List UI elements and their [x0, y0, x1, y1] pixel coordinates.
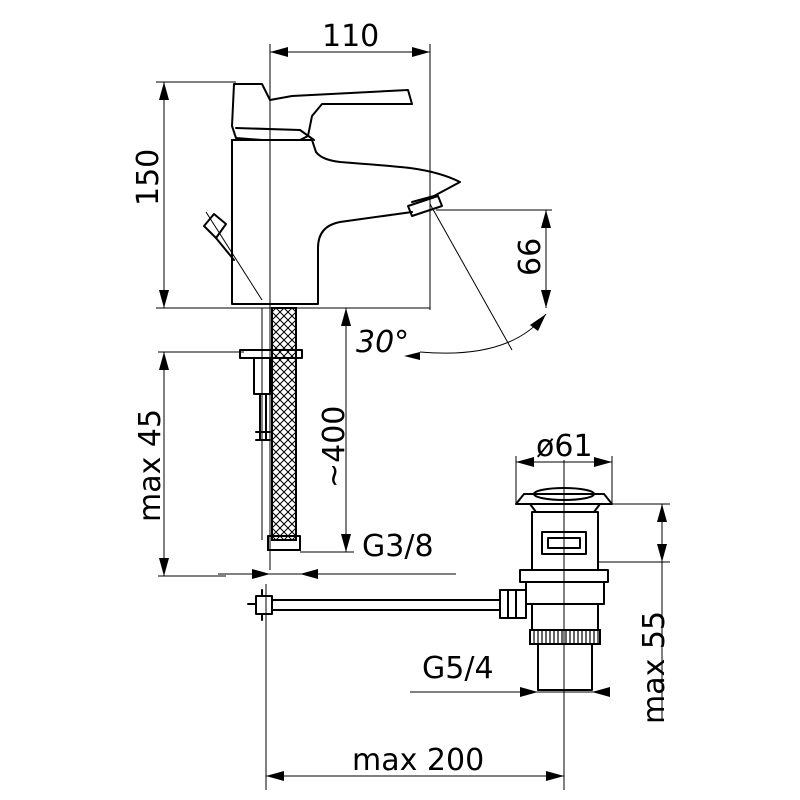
dim-hose-400: ~400 [300, 308, 354, 553]
dim-label-max55: max 55 [637, 611, 672, 724]
mounting-nut [239, 349, 303, 441]
supply-hose [261, 307, 301, 551]
dim-label-66: 66 [513, 238, 548, 276]
dim-label-d61: ø61 [536, 429, 593, 464]
dim-label-max200: max 200 [352, 743, 484, 778]
dim-max-55: max 55 [598, 503, 672, 724]
dim-label-400: ~400 [317, 406, 352, 488]
dim-thread-g54: G5/4 [410, 651, 610, 697]
main-column [231, 139, 413, 305]
aerator [407, 195, 443, 217]
dim-height-66: 66 [436, 209, 552, 308]
dim-thread-g38: G3/8 [218, 529, 456, 579]
dim-width-110: 110 [269, 19, 431, 310]
dim-height-150: 150 [131, 81, 430, 309]
dim-label-g38: G3/8 [362, 529, 434, 564]
dim-rod-200: max 200 [266, 690, 565, 790]
lever-handle [231, 83, 413, 141]
dim-label-g54: G5/4 [422, 651, 494, 686]
drain-assembly [499, 460, 613, 700]
dim-label-max45: max 45 [133, 409, 168, 522]
dim-max-45: max 45 [133, 351, 244, 577]
spout [315, 151, 461, 203]
faucet-body [203, 56, 461, 570]
dim-angle-30: 30° [356, 203, 547, 360]
popup-knob [203, 213, 227, 239]
dim-diameter-61: ø61 [515, 429, 613, 504]
dim-label-150: 150 [131, 149, 166, 206]
dim-label-30deg: 30° [356, 325, 409, 360]
drain-pull-rod [247, 584, 501, 790]
cartridge-collar [231, 139, 317, 153]
dim-label-110: 110 [322, 19, 379, 54]
